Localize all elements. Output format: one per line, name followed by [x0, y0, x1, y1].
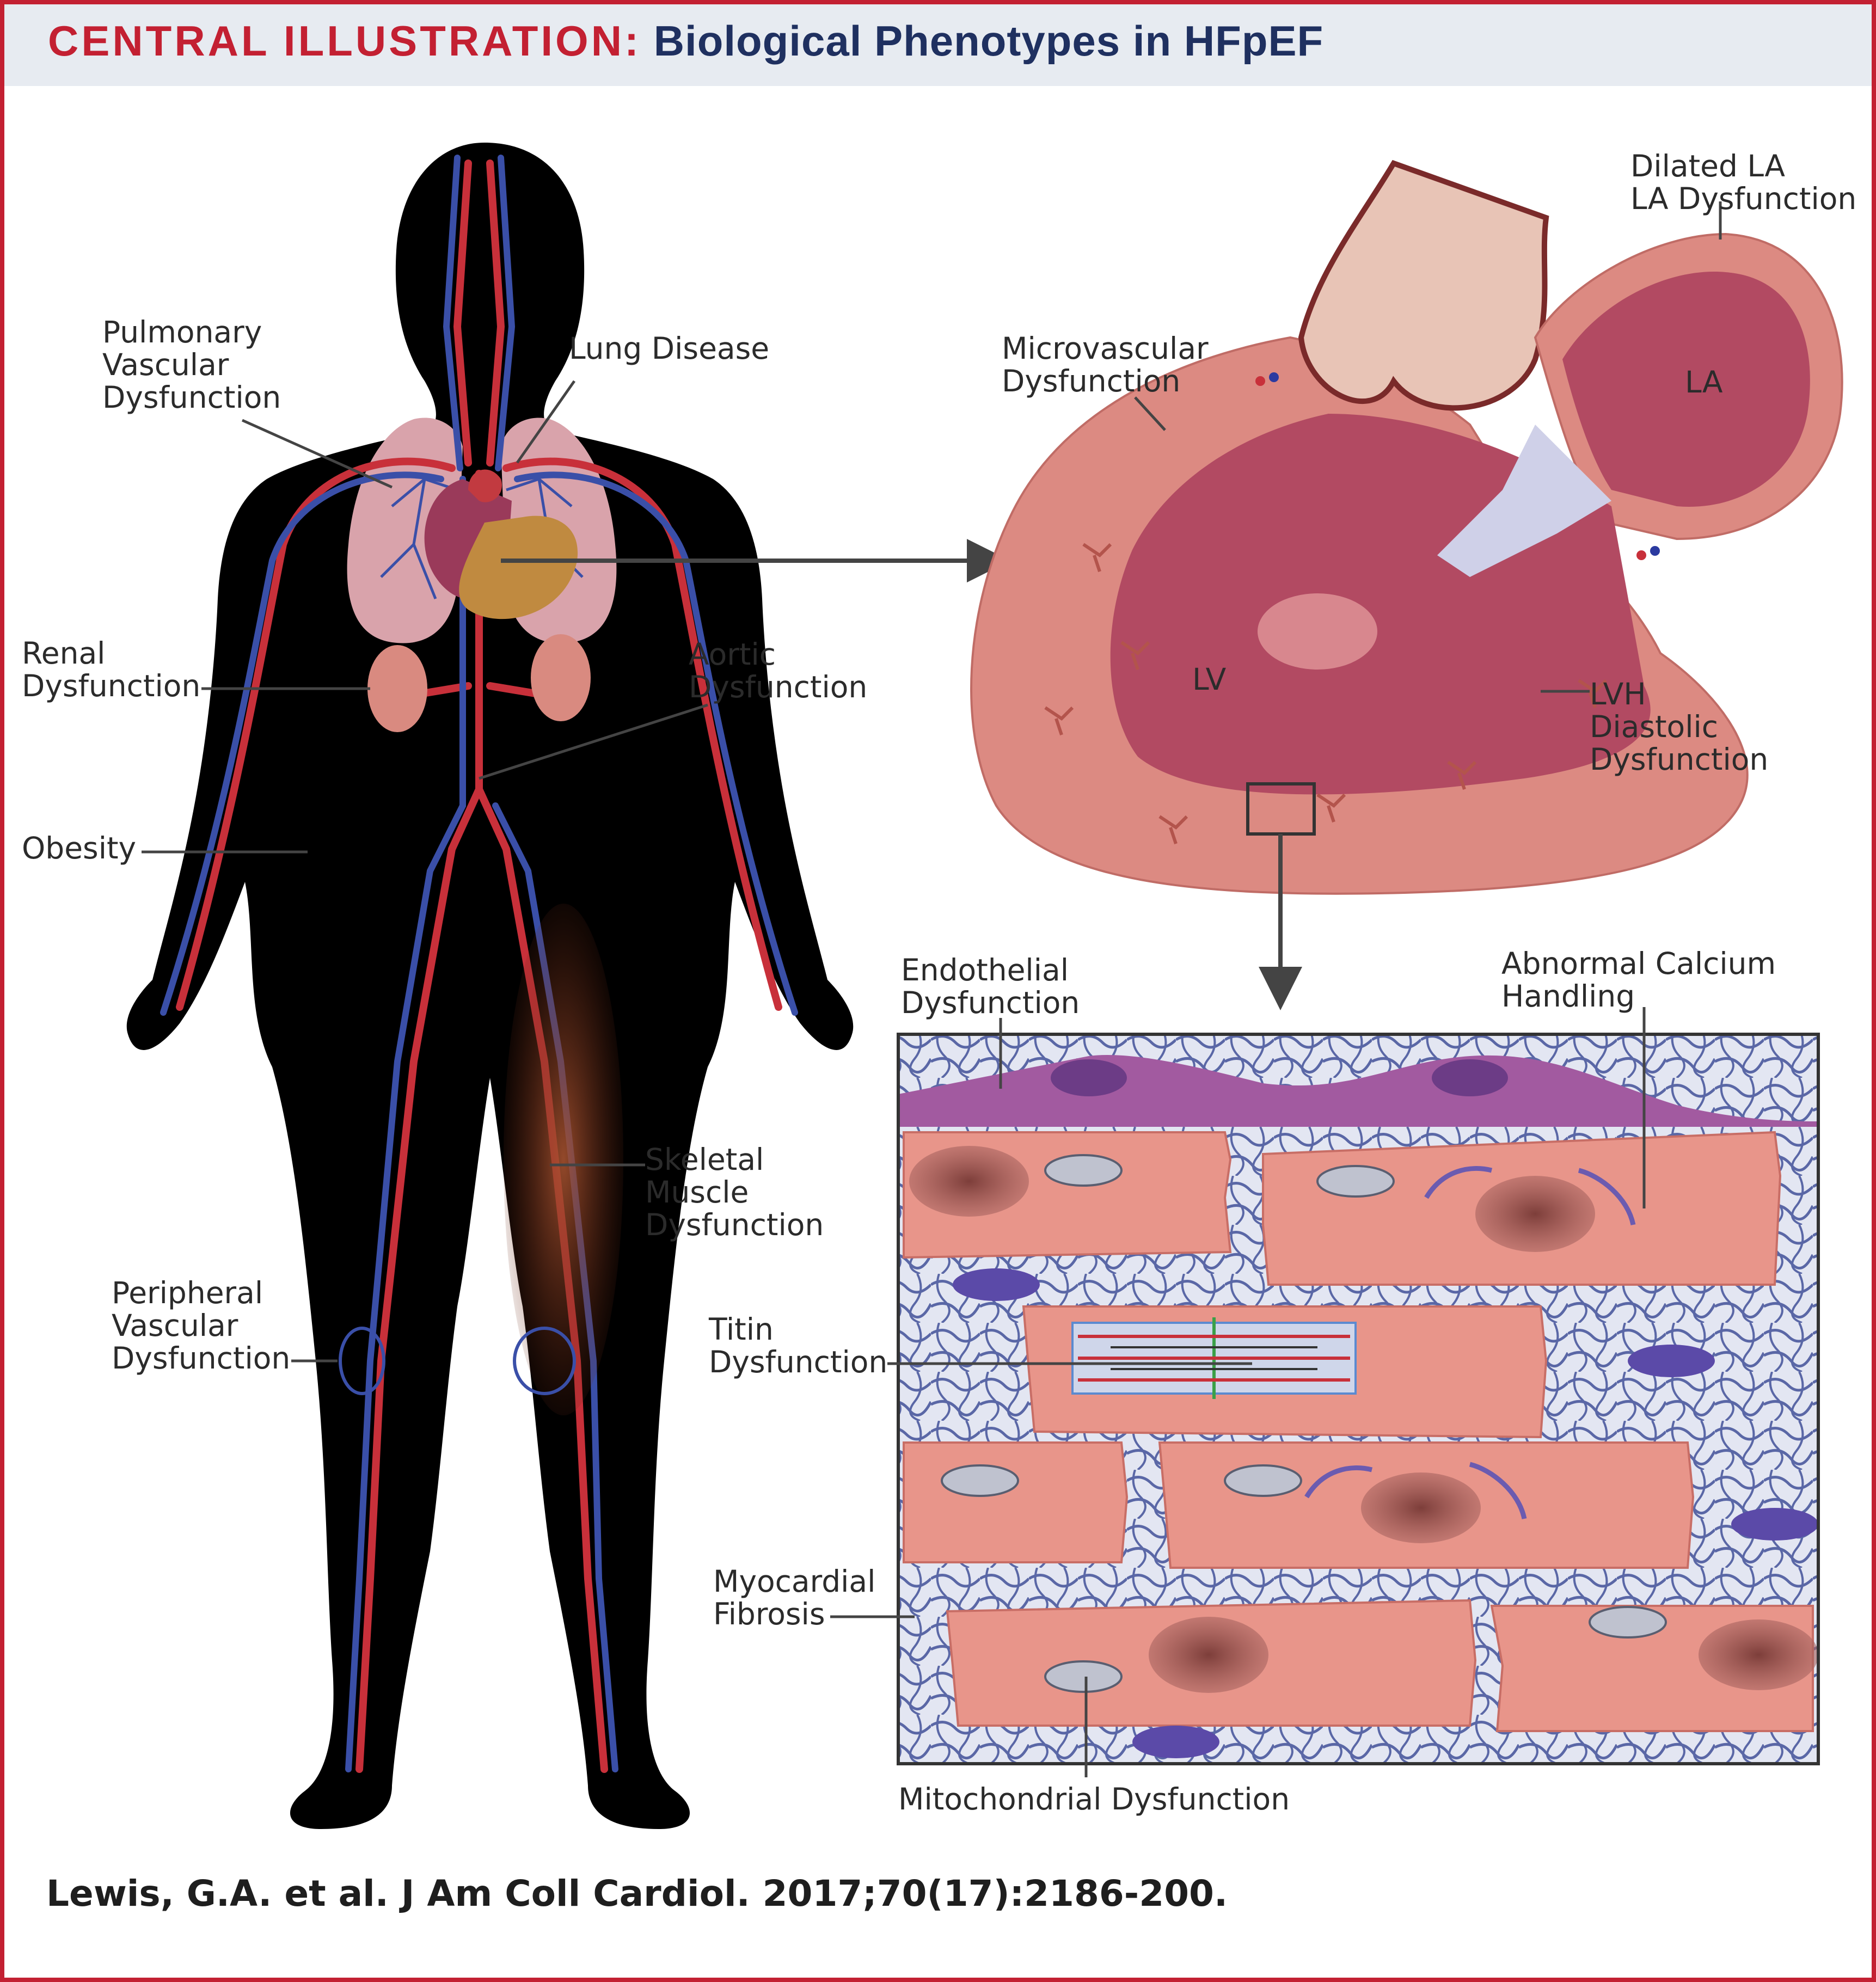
label-pulmonary-vascular: Pulmonary Vascular Dysfunction — [102, 315, 281, 415]
label-lvh: LVH Diastolic Dysfunction — [1590, 677, 1769, 777]
right-kidney — [531, 634, 591, 721]
leader-lines-body — [142, 380, 708, 1363]
skeletal-muscle-highlight — [504, 904, 623, 1415]
right-knee-ring — [513, 1327, 576, 1395]
title-bar: CENTRAL ILLUSTRATION: Biological Phenoty… — [0, 0, 1876, 86]
endothelial-layer — [898, 1055, 1818, 1127]
aorta — [1298, 159, 1549, 411]
title-text: Biological Phenotypes in HFpEF — [653, 17, 1324, 65]
label-la-chamber: LA — [1685, 365, 1723, 400]
label-fibrosis: Myocardial Fibrosis — [713, 1564, 876, 1631]
left-atrium-chamber — [1562, 272, 1810, 507]
human-body — [126, 143, 854, 1829]
label-renal: Renal Dysfunction — [22, 636, 201, 703]
label-titin: Titin Dysfunction — [709, 1312, 888, 1379]
heart-section — [970, 159, 1843, 895]
calcium-handling-structures — [1304, 1166, 1636, 1520]
label-obesity: Obesity — [22, 831, 137, 866]
title-prefix: CENTRAL ILLUSTRATION: — [48, 17, 642, 65]
papillary-muscle — [1258, 593, 1377, 670]
mitral-valve — [1437, 425, 1611, 577]
label-lv-chamber: LV — [1192, 662, 1227, 697]
label-calcium: Abnormal Calcium Handling — [1501, 946, 1776, 1014]
label-dilated-la: Dilated LA LA Dysfunction — [1630, 149, 1857, 216]
fibroblasts — [953, 1268, 1818, 1758]
nuclei — [909, 1146, 1818, 1693]
tissue-inset — [897, 1033, 1820, 1765]
leader-lines-tissue — [830, 1007, 1646, 1777]
body-silhouette — [126, 143, 854, 1829]
label-endothelial: Endothelial Dysfunction — [901, 953, 1080, 1020]
label-aortic: Aortic Dysfunction — [689, 637, 868, 704]
figure-title: CENTRAL ILLUSTRATION: Biological Phenoty… — [48, 16, 1323, 66]
heart — [424, 469, 578, 619]
coronary-microvessels — [1044, 543, 1608, 844]
leader-lines-heart — [1134, 201, 1722, 693]
label-lung-disease: Lung Disease — [569, 331, 770, 366]
label-skeletal-muscle: Skeletal Muscle Dysfunction — [645, 1142, 824, 1242]
label-microvascular: Microvascular Dysfunction — [1002, 331, 1209, 398]
mitochondria — [941, 1154, 1667, 1693]
citation: Lewis, G.A. et al. J Am Coll Cardiol. 20… — [46, 1873, 1228, 1914]
left-kidney — [367, 645, 427, 732]
label-peripheral-vascular: Peripheral Vascular Dysfunction — [112, 1275, 291, 1376]
label-mitochondrial: Mitochondrial Dysfunction — [898, 1782, 1290, 1817]
titin-sarcomere — [1071, 1317, 1357, 1399]
left-knee-ring — [339, 1327, 385, 1395]
